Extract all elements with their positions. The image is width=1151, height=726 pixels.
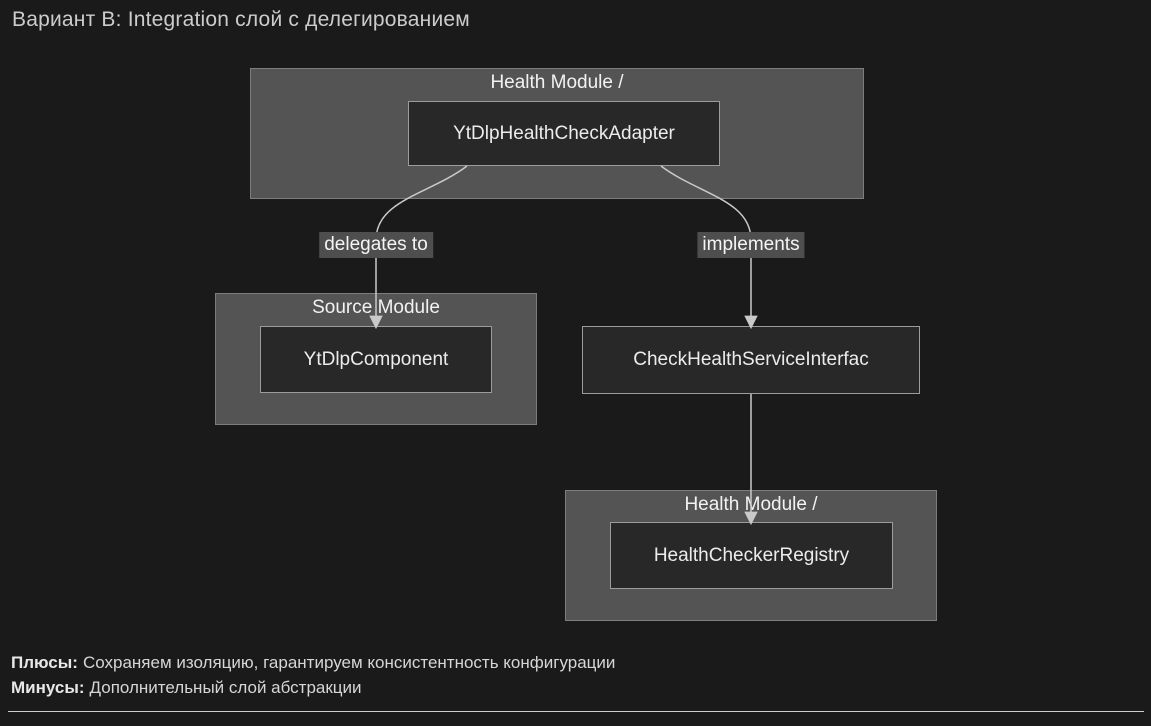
cluster-health-module-top-label: Health Module / bbox=[490, 72, 624, 93]
node-ytdlp-health-check-adapter-label: YtDlpHealthCheckAdapter bbox=[453, 122, 675, 144]
cons-text: Дополнительный слой абстракции bbox=[89, 678, 362, 697]
edge-label-implements: implements bbox=[697, 232, 805, 258]
pros-text: Сохраняем изоляцию, гарантируем консисте… bbox=[82, 653, 616, 672]
cons-label: Минусы: bbox=[11, 678, 85, 697]
page-title: Вариант B: Integration слой с делегирова… bbox=[12, 8, 470, 31]
node-health-checker-registry-label: HealthCheckerRegistry bbox=[653, 544, 850, 566]
node-ytdlp-component: YtDlpComponent bbox=[260, 326, 492, 393]
pros-line: Плюсы:Сохраняем изоляцию, гарантируем ко… bbox=[11, 653, 615, 673]
node-health-checker-registry: HealthCheckerRegistry bbox=[610, 522, 893, 589]
pros-label: Плюсы: bbox=[11, 653, 78, 672]
cons-line: Минусы:Дополнительный слой абстракции bbox=[11, 678, 362, 698]
cluster-health-module-bottom-label: Health Module / bbox=[684, 494, 818, 515]
node-check-health-service-interface: CheckHealthServiceInterfac bbox=[582, 326, 920, 394]
cluster-source-module-label: Source Module bbox=[312, 297, 440, 318]
edge-label-delegates-to: delegates to bbox=[319, 232, 433, 258]
cluster-health-module-top: Health Module / bbox=[250, 68, 864, 199]
node-ytdlp-health-check-adapter: YtDlpHealthCheckAdapter bbox=[408, 101, 720, 166]
node-ytdlp-component-label: YtDlpComponent bbox=[303, 348, 449, 370]
bottom-divider bbox=[8, 711, 1144, 712]
node-check-health-service-interface-label: CheckHealthServiceInterfac bbox=[633, 349, 869, 370]
